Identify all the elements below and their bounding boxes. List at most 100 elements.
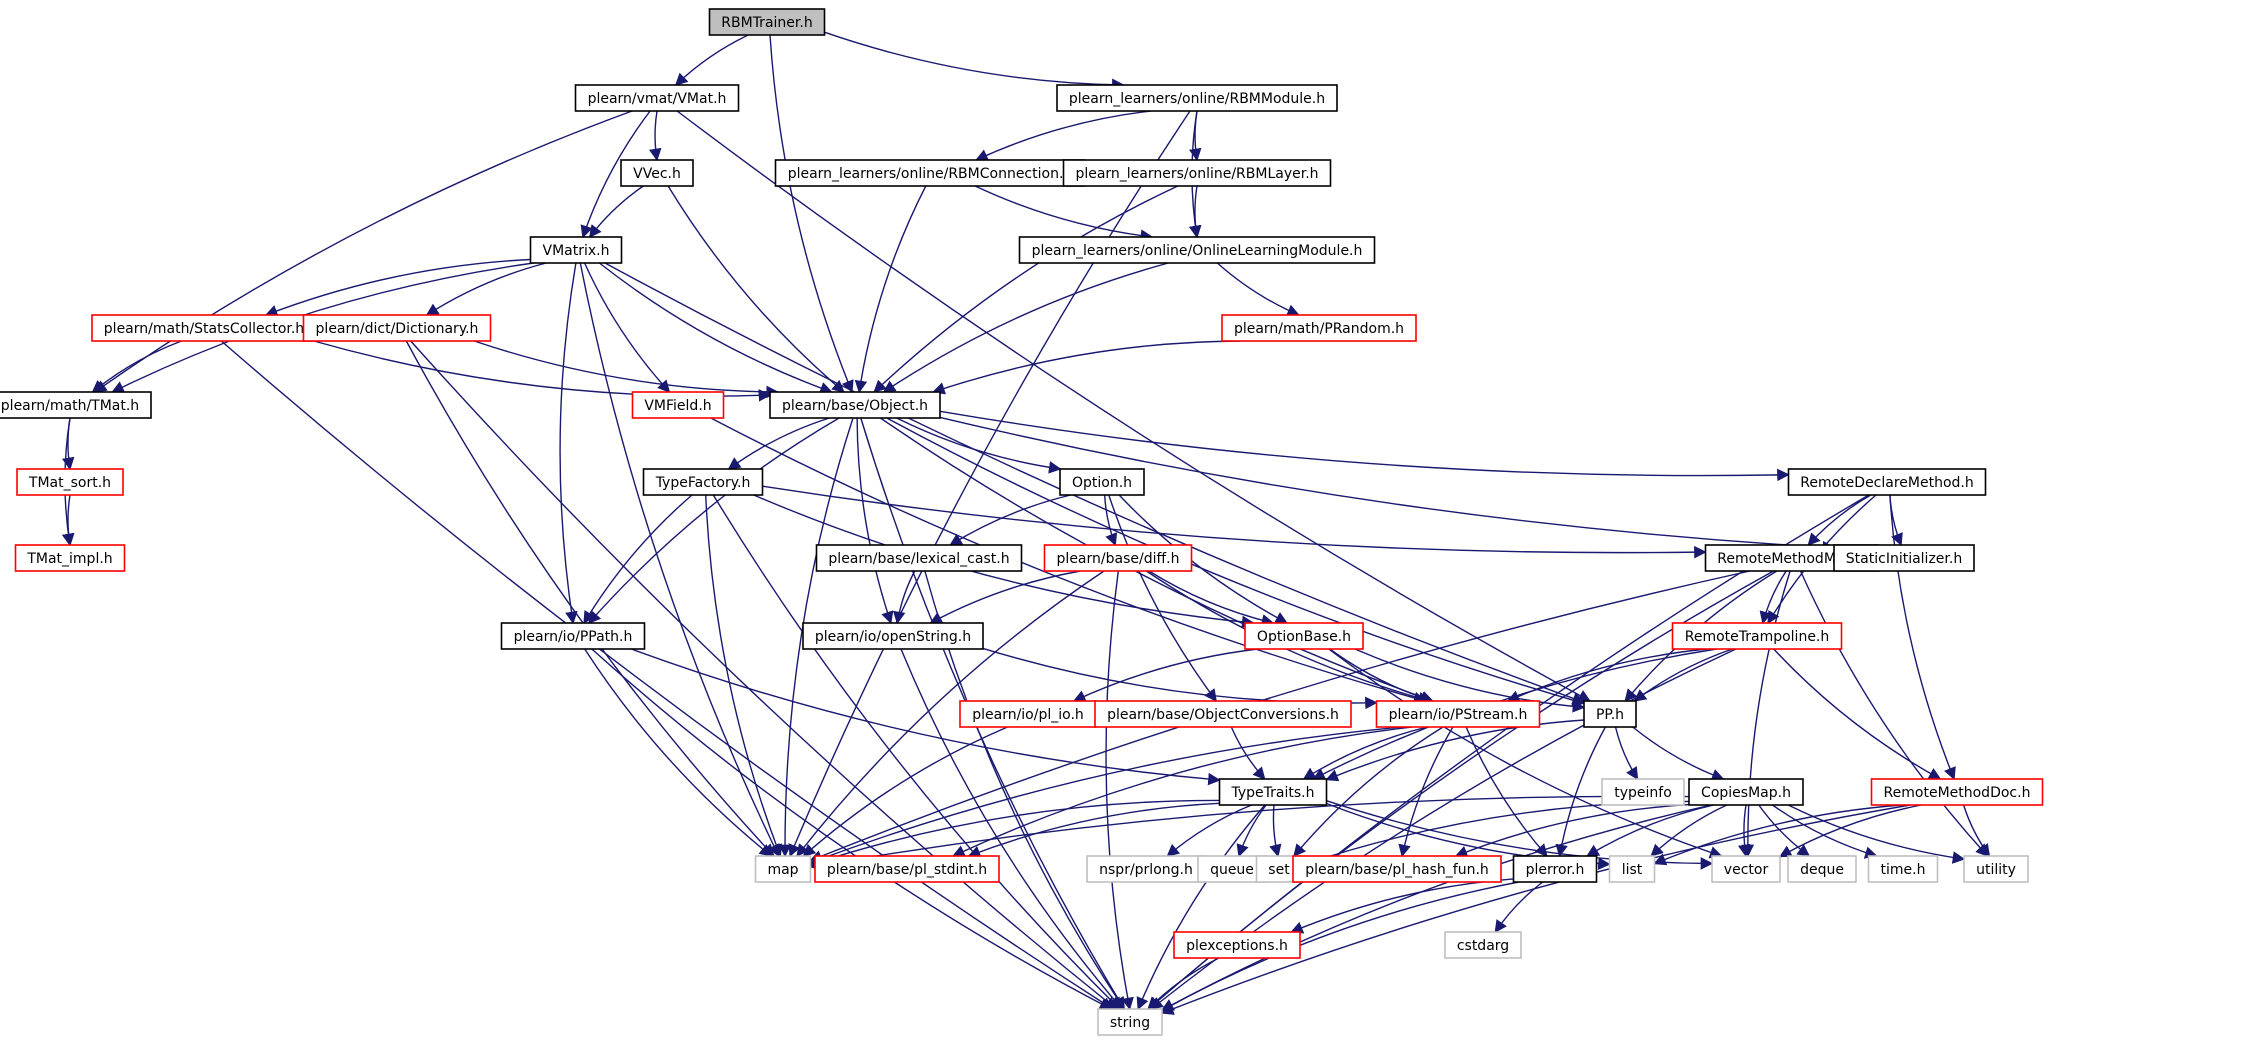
edge-optionbase-to-plio [1072, 648, 1259, 702]
node-plio[interactable]: plearn/io/pl_io.h [959, 700, 1097, 728]
node-box [631, 391, 725, 419]
edge-remotemethodmap-to-utility [1799, 570, 1989, 857]
node-remotedeclare[interactable]: RemoteDeclareMethod.h [1787, 468, 1987, 496]
node-typeinfo[interactable]: typeinfo [1601, 778, 1685, 806]
node-tmatimpl[interactable]: TMat_impl.h [14, 544, 126, 572]
node-cstdarg[interactable]: cstdarg [1444, 931, 1522, 959]
edge-diff-to-openstring [929, 570, 1081, 624]
edge-copiesmap-to-plerror [1586, 804, 1714, 857]
node-typefactory[interactable]: TypeFactory.h [642, 468, 764, 496]
node-label: set [1268, 862, 1290, 878]
node-plhashfun[interactable]: plearn/base/pl_hash_fun.h [1292, 855, 1502, 883]
node-vector[interactable]: vector [1711, 855, 1781, 883]
node-deque[interactable]: deque [1787, 855, 1857, 883]
node-tmatsort[interactable]: TMat_sort.h [16, 468, 124, 496]
node-dictionary[interactable]: plearn/dict/Dictionary.h [302, 314, 492, 342]
node-statscollector[interactable]: plearn/math/StatsCollector.h [91, 314, 317, 342]
edge-vmatrix-to-ppath [559, 262, 578, 625]
node-copiesmap[interactable]: CopiesMap.h [1688, 778, 1804, 806]
node-label: CopiesMap.h [1701, 785, 1791, 801]
node-nsprprlong[interactable]: nspr/prlong.h [1086, 855, 1206, 883]
node-label: plearn_learners/online/RBMLayer.h [1075, 166, 1318, 182]
node-timeh[interactable]: time.h [1867, 855, 1939, 883]
node-prandom[interactable]: plearn/math/PRandom.h [1221, 314, 1417, 342]
node-objconv[interactable]: plearn/base/ObjectConversions.h [1094, 700, 1352, 728]
node-pstream[interactable]: plearn/io/PStream.h [1375, 700, 1541, 728]
node-ppath[interactable]: plearn/io/PPath.h [500, 622, 646, 650]
edge-plio-to-map [802, 726, 1008, 857]
node-box [1173, 931, 1301, 959]
edge-option-to-optionbase [1118, 494, 1289, 624]
edge-typefactory-to-optionbase [753, 494, 1255, 629]
node-box [1833, 544, 1975, 572]
node-vmfield[interactable]: VMField.h [631, 391, 725, 419]
node-map[interactable]: map [754, 855, 812, 883]
node-optionbase[interactable]: OptionBase.h [1244, 622, 1364, 650]
node-box [14, 544, 126, 572]
edge-optionbase-to-pp [1354, 648, 1586, 713]
node-utility[interactable]: utility [1963, 855, 2029, 883]
node-queue[interactable]: queue [1197, 855, 1267, 883]
node-onlinelearning[interactable]: plearn_learners/online/OnlineLearningMod… [1018, 236, 1376, 264]
node-rbmtrainer[interactable]: RBMTrainer.h [708, 8, 826, 36]
edge-onlinelearning-to-prandom [1216, 262, 1300, 317]
node-box [1221, 314, 1417, 342]
edge-remotetrampoline-to-remotemethoddoc [1773, 648, 1942, 780]
node-box [0, 391, 152, 419]
node-object[interactable]: plearn/base/Object.h [769, 391, 941, 419]
node-lexicalcast[interactable]: plearn/base/lexical_cast.h [815, 544, 1023, 572]
node-label: string [1110, 1015, 1150, 1031]
edge-rbmtrainer-to-vmat [674, 34, 749, 86]
node-label: RemoteTrampoline.h [1685, 629, 1830, 645]
node-label: StaticInitializer.h [1846, 551, 1962, 567]
node-rbmmodule[interactable]: plearn_learners/online/RBMModule.h [1056, 84, 1338, 112]
node-label: plearn/math/StatsCollector.h [104, 321, 304, 337]
node-box [1197, 855, 1267, 883]
node-box [574, 84, 740, 112]
node-plstdint[interactable]: plearn/base/pl_stdint.h [814, 855, 1000, 883]
node-openstring[interactable]: plearn/io/openString.h [802, 622, 984, 650]
node-vvec[interactable]: VVec.h [620, 159, 694, 187]
node-option[interactable]: Option.h [1059, 468, 1145, 496]
node-box [1608, 855, 1656, 883]
node-list[interactable]: list [1608, 855, 1656, 883]
node-vmatrix[interactable]: VMatrix.h [529, 236, 623, 264]
node-vmat[interactable]: plearn/vmat/VMat.h [574, 84, 740, 112]
node-diff[interactable]: plearn/base/diff.h [1043, 544, 1193, 572]
edge-object-to-map [778, 417, 854, 858]
node-tmat[interactable]: plearn/math/TMat.h [0, 391, 152, 419]
node-box [708, 8, 826, 36]
node-label: list [1622, 862, 1643, 878]
node-plerror[interactable]: plerror.h [1512, 855, 1598, 883]
node-pp[interactable]: PP.h [1583, 700, 1637, 728]
edge-diff-to-optionbase [1148, 570, 1275, 627]
edge-typetraits-to-string [1136, 804, 1266, 1011]
edge-vmatrix-to-statscollector [264, 258, 531, 317]
edge-typefactory-to-string [712, 494, 1121, 1010]
node-remotetrampoline[interactable]: RemoteTrampoline.h [1671, 622, 1843, 650]
node-staticinit[interactable]: StaticInitializer.h [1833, 544, 1975, 572]
edge-plexceptions-to-string [1147, 957, 1220, 1010]
node-box [16, 468, 124, 496]
node-plexceptions[interactable]: plexceptions.h [1173, 931, 1301, 959]
node-label: time.h [1881, 862, 1926, 878]
node-label: plearn_learners/online/RBMConnection.h [788, 166, 1073, 182]
edge-copiesmap-to-list [1650, 804, 1728, 857]
edge-pp-to-typetraits [1325, 719, 1585, 782]
edge-ppath-to-map [584, 648, 773, 857]
node-label: cstdarg [1457, 938, 1509, 954]
edge-typetraits-to-nsprprlong [1166, 804, 1252, 857]
edge-option-to-lexicalcast [949, 494, 1071, 546]
node-box [1711, 855, 1781, 883]
node-typetraits[interactable]: TypeTraits.h [1218, 778, 1328, 806]
edge-rbmmodule-to-map [788, 110, 1191, 858]
edge-option-to-diff [1104, 494, 1118, 547]
node-string[interactable]: string [1097, 1008, 1163, 1036]
edge-tmatsort-to-tmatimpl [61, 494, 75, 547]
node-rbmconnection[interactable]: plearn_learners/online/RBMConnection.h [774, 159, 1086, 187]
node-rbmlayer[interactable]: plearn_learners/online/RBMLayer.h [1062, 159, 1332, 187]
node-remotemethoddoc[interactable]: RemoteMethodDoc.h [1870, 778, 2044, 806]
node-box [1671, 622, 1843, 650]
node-label: plearn_learners/online/RBMModule.h [1069, 91, 1325, 107]
edge-option-to-objconv [1108, 494, 1217, 703]
